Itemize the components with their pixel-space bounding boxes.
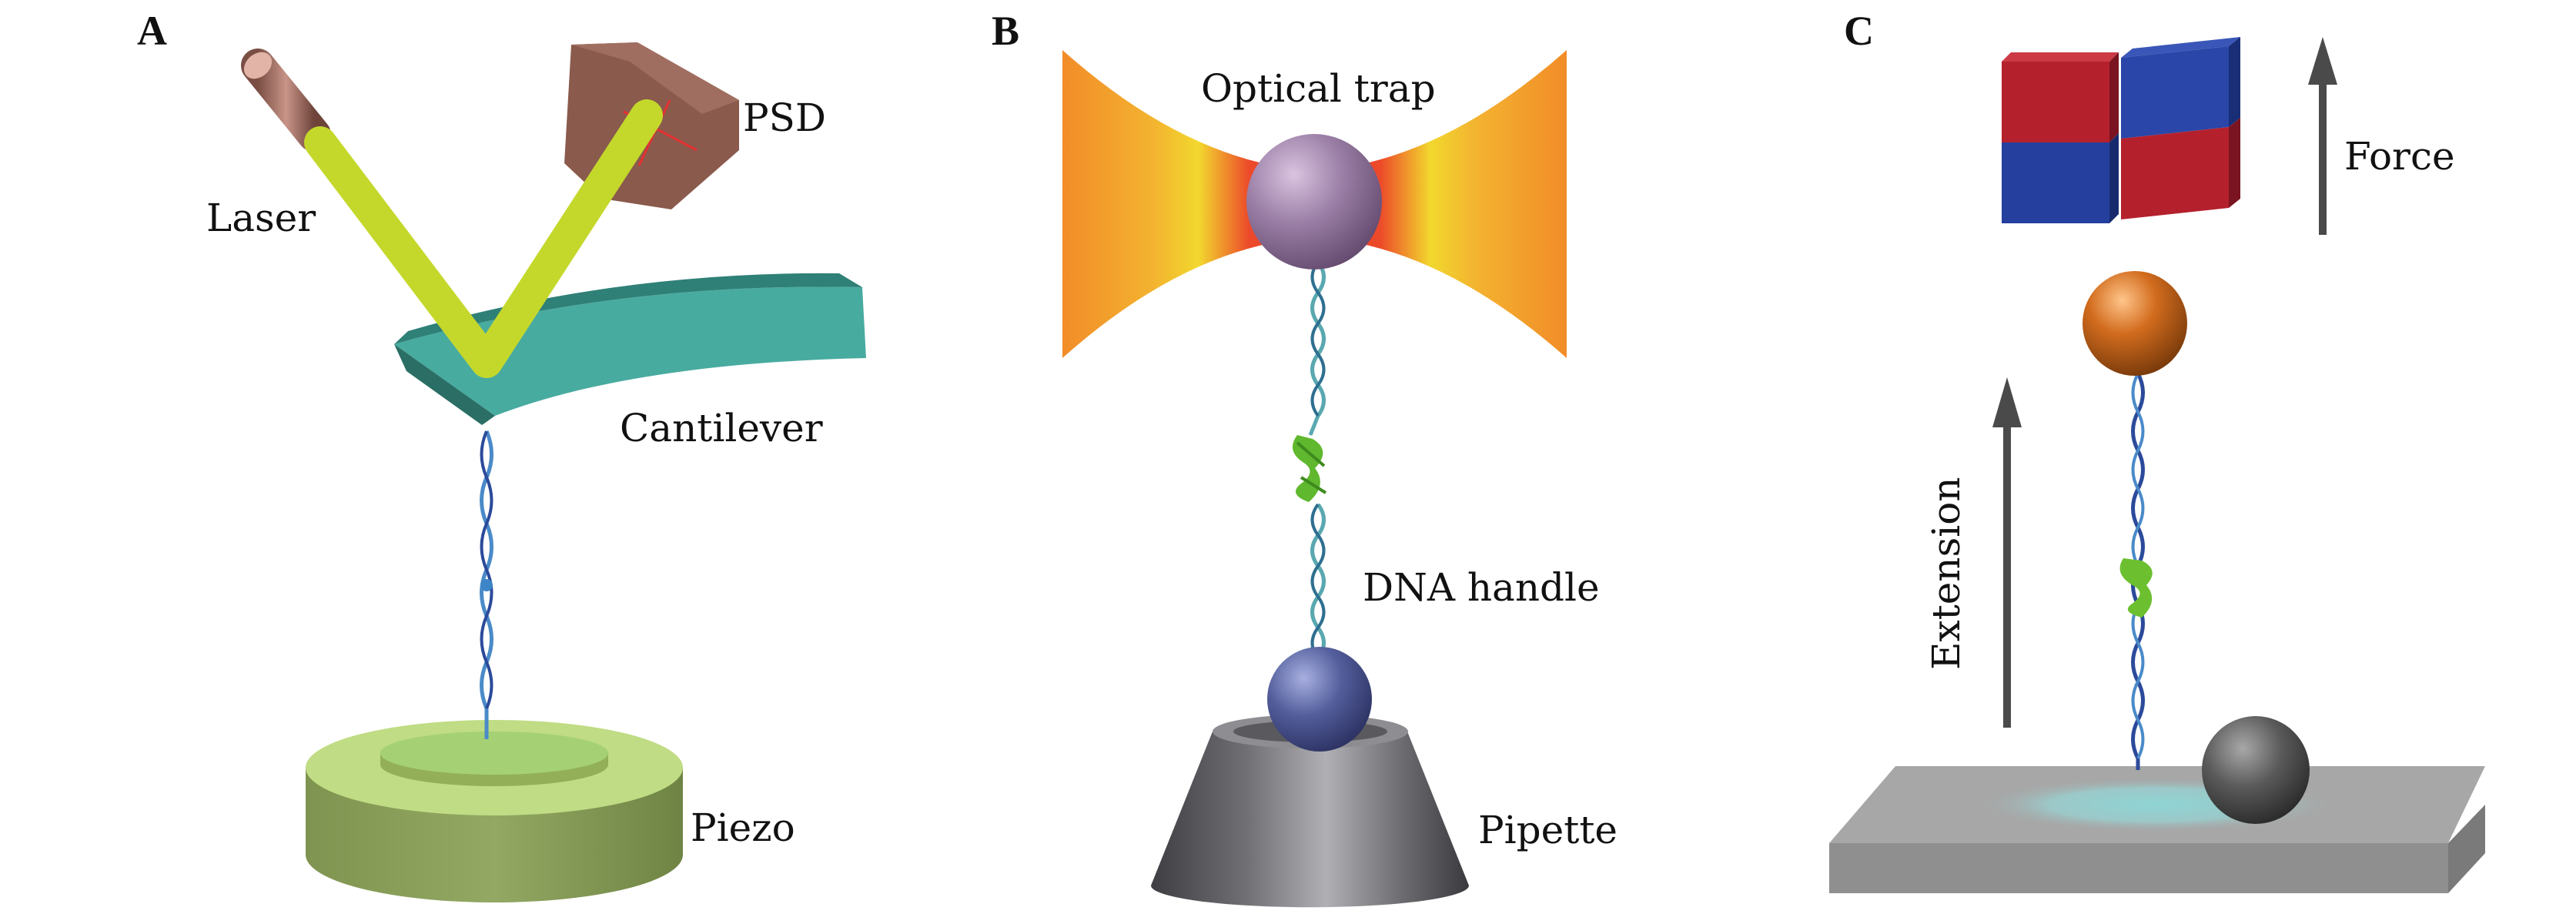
panel-b: B Optical trap DNA handle Pipette: [992, 8, 1618, 908]
pipette-label: Pipette: [1478, 808, 1618, 852]
extension-arrow: [1992, 377, 2022, 728]
panel-letter-c: C: [1844, 8, 1874, 54]
pipette-bead: [1267, 647, 1372, 752]
force-label: Force: [2344, 134, 2455, 179]
protein-tether-a: [480, 430, 493, 739]
piezo-label: Piezo: [691, 805, 795, 850]
laser-source: [241, 49, 331, 152]
protein-domain-b: [1292, 435, 1327, 502]
magnets: [2002, 37, 2240, 223]
psd-label: PSD: [743, 95, 826, 140]
panel-letter-b: B: [992, 8, 1019, 54]
dna-handle-label: DNA handle: [1363, 565, 1600, 610]
laser-beam: [304, 99, 663, 378]
panel-a: A: [137, 8, 866, 902]
magnetic-bead: [2083, 271, 2187, 376]
force-arrow: [2308, 37, 2337, 235]
panel-c: C: [1829, 8, 2485, 893]
laser-label: Laser: [206, 196, 316, 240]
cantilever-label: Cantilever: [620, 406, 823, 450]
trapped-bead: [1246, 134, 1382, 270]
optical-trap-label: Optical trap: [1201, 66, 1436, 111]
dna-handle-lower: [1310, 503, 1326, 660]
reference-bead: [2202, 716, 2310, 824]
sample-surface: [1829, 766, 2485, 893]
extension-label: Extension: [1924, 477, 1969, 670]
panel-letter-a: A: [137, 8, 167, 54]
piezo-stage: [306, 720, 683, 902]
polyprotein-chain: [2119, 372, 2153, 770]
dna-handle-upper: [1308, 260, 1326, 436]
